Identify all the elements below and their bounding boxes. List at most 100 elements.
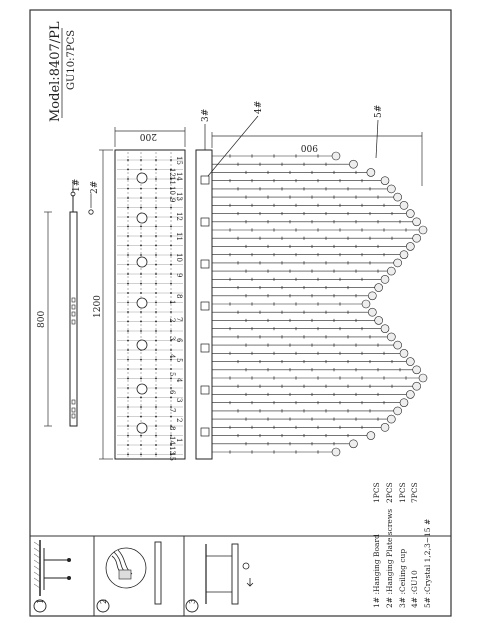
plan-hole (170, 235, 172, 237)
row-number-top: 10 (175, 253, 183, 262)
plan-hole (155, 330, 157, 332)
plan-hole (127, 444, 129, 446)
step-3-cup (231, 543, 239, 605)
plan-hole (140, 187, 142, 190)
plan-hole (140, 206, 142, 209)
plan-hole (140, 254, 142, 256)
row-number-top: 14 (175, 172, 183, 181)
crystal-ball (399, 250, 409, 259)
step-3-badge (185, 599, 199, 613)
gu10-bulb (200, 343, 210, 353)
plan-hole (127, 301, 129, 304)
row-number-top: 7 (175, 317, 183, 321)
plan-hole (170, 349, 172, 351)
board-hole (71, 399, 76, 405)
row-number-top: 11 (175, 232, 183, 241)
plan-hole (127, 330, 129, 332)
plan-hole (140, 273, 142, 275)
plan-hole (127, 396, 129, 399)
crystal-ball (387, 332, 396, 342)
plan-hole (170, 434, 172, 437)
crystal-ball (380, 423, 390, 432)
plan-hole (155, 444, 157, 446)
plan-hole (170, 415, 172, 418)
plan-hole (170, 320, 172, 323)
hanging-board-view: 800 1# 2# (37, 179, 100, 427)
plan-hole (155, 282, 157, 285)
plan-hole (170, 292, 172, 294)
step-1-number: 1 (36, 599, 45, 604)
row-number-bottom: 4 (168, 354, 176, 359)
plan-hole (140, 320, 142, 323)
plan-hole (155, 216, 157, 218)
row-number-bottom: 5 (168, 372, 176, 376)
plan-hole (170, 387, 172, 389)
plan-hole (127, 292, 129, 294)
plan-hole (155, 368, 157, 370)
plan-hole (127, 273, 129, 275)
plan-hole (140, 225, 142, 228)
plan-hole (127, 235, 129, 237)
plan-hole (155, 244, 157, 247)
crystal-ball (374, 316, 383, 325)
plan-hole (127, 197, 129, 199)
plan-hole (127, 282, 129, 285)
plan-hole (127, 415, 129, 418)
screw-2-head (88, 209, 94, 215)
plan-bulb-hole (136, 172, 148, 184)
plan-hole (170, 244, 172, 247)
plan-plate (114, 149, 186, 460)
step-2-badge (96, 599, 110, 613)
plan-hole (155, 377, 157, 380)
callout-5-leader (375, 119, 379, 159)
row-number-top: 12 (175, 212, 183, 221)
plan-hole (155, 168, 157, 171)
crystal-ball (412, 233, 421, 243)
part-name: 1# :Hanging Board (372, 534, 381, 608)
plan-hole (127, 178, 129, 180)
plan-hole (140, 415, 142, 418)
plan-hole (170, 396, 172, 399)
step-1-ceiling-hatch (33, 541, 41, 589)
spread-length-label: 900 (301, 142, 318, 152)
crystal-ball (406, 357, 415, 366)
row-number-bottom: 1 (168, 300, 176, 304)
callout-5: 5# (374, 105, 384, 118)
plan-hole (127, 187, 129, 190)
callout-2: 2# (90, 181, 100, 194)
row-number-bottom: 12 (168, 168, 176, 177)
plan-hole (127, 368, 129, 370)
installation-steps: 1 2 3 (29, 535, 451, 616)
plan-hole (140, 377, 142, 380)
part-name: 4# :GU10 (410, 570, 419, 608)
board-length-label: 800 (37, 311, 47, 328)
part-qty: 1PCS (372, 482, 381, 503)
plan-bulb-hole (136, 212, 148, 224)
plan-hole (155, 396, 157, 399)
crystal-ball (380, 176, 390, 185)
plan-hole (155, 320, 157, 323)
row-number-top: 3 (175, 398, 183, 402)
row-number-bottom: 6 (168, 390, 176, 395)
plan-hole (127, 159, 129, 161)
plan-hole (155, 453, 157, 456)
plan-hole (127, 425, 129, 427)
plan-hole (127, 358, 129, 361)
plan-hole (170, 178, 172, 180)
crystal-ball (393, 258, 402, 268)
crystal-ball (406, 209, 415, 218)
plan-bulb-hole (136, 339, 148, 351)
plan-hole (170, 263, 172, 266)
step-1-screw-head (67, 558, 71, 562)
plan-hole (140, 406, 142, 408)
part-qty: 2PCS (385, 482, 394, 503)
crystal-ball (399, 398, 409, 407)
plan-hole (140, 368, 142, 370)
part-qty: 1PCS (398, 482, 407, 503)
step-2-wire-box (105, 547, 147, 589)
plan-hole (155, 415, 157, 418)
plan-hole (140, 168, 142, 171)
crystal-ball (361, 299, 371, 309)
